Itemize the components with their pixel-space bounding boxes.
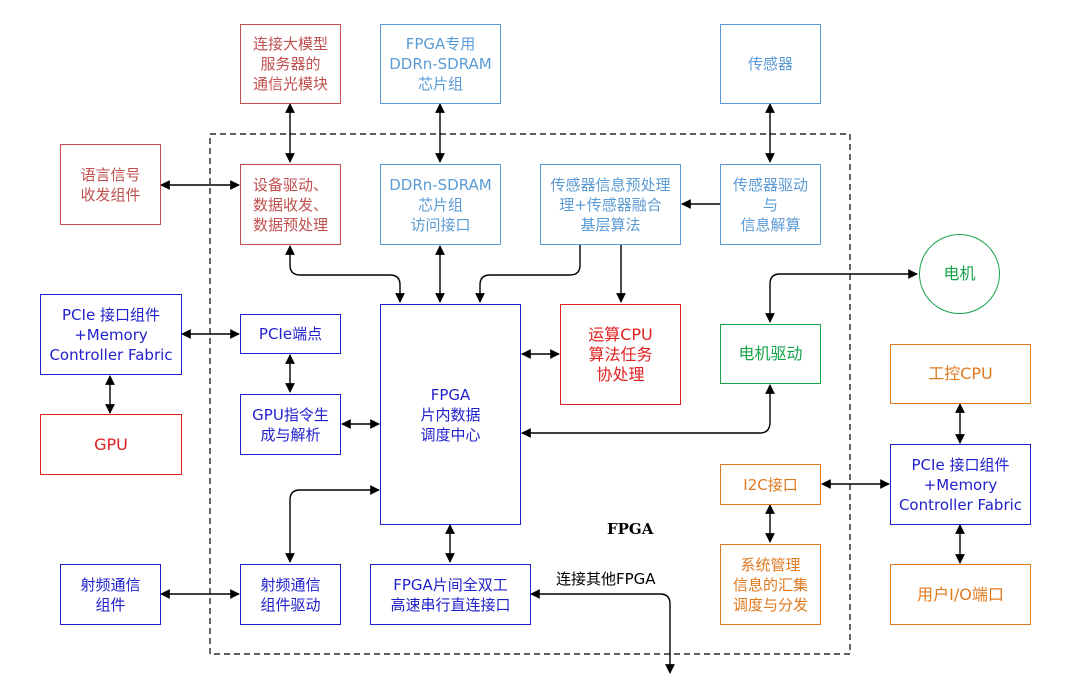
pcie-endpoint-box: PCIe端点: [240, 314, 341, 354]
device-driver-box: 设备驱动、 数据收发、 数据预处理: [240, 164, 341, 245]
sensor-box: 传感器: [720, 24, 821, 104]
link-preproc-center: [475, 245, 581, 303]
i2c-box: I2C接口: [720, 464, 821, 505]
cpu-coproc-box: 运算CPU 算法任务 协处理: [560, 304, 681, 405]
fpga-region-label: FPGA: [607, 520, 654, 538]
optical-module-box: 连接大模型 服务器的 通信光模块: [240, 24, 341, 104]
link-serial-other: [530, 589, 675, 674]
gpu-box: GPU: [40, 414, 182, 475]
lang-signal-box: 语言信号 收发组件: [60, 144, 161, 225]
motor-driver-box: 电机驱动: [720, 324, 821, 384]
pcie-left-box: PCIe 接口组件 +Memory Controller Fabric: [40, 294, 182, 375]
serial-link-box: FPGA片间全双工 高速串行直连接口: [370, 564, 531, 625]
connect-other-fpga-label: 连接其他FPGA: [556, 570, 656, 588]
ddr-access-box: DDRn-SDRAM 芯片组 访问接口: [380, 164, 501, 245]
link-motordrv-center: [521, 384, 775, 438]
link-driver-center: [285, 245, 405, 303]
sensor-preproc-box: 传感器信息预处理 理+传感器融合 基层算法: [540, 164, 681, 245]
rf-component-box: 射频通信 组件: [60, 564, 161, 625]
pcie-right-box: PCIe 接口组件 +Memory Controller Fabric: [890, 444, 1031, 525]
user-io-box: 用户I/O端口: [890, 564, 1031, 625]
sensor-driver-box: 传感器驱动 与 信息解算: [720, 164, 821, 245]
fpga-ddr-box: FPGA专用 DDRn-SDRAM 芯片组: [380, 24, 501, 104]
rf-driver-box: 射频通信 组件驱动: [240, 564, 341, 625]
sys-mgmt-box: 系统管理 信息的汇集 调度与分发: [720, 544, 821, 625]
fpga-boundary: [209, 133, 851, 655]
industrial-cpu-box: 工控CPU: [890, 344, 1031, 404]
fpga-center-box: FPGA 片内数据 调度中心: [380, 304, 521, 525]
gpu-cmd-box: GPU指令生 成与解析: [240, 394, 341, 455]
link-motor-driver: [765, 269, 918, 323]
link-center-rf: [285, 485, 380, 563]
motor-circle: 电机: [919, 234, 1000, 314]
